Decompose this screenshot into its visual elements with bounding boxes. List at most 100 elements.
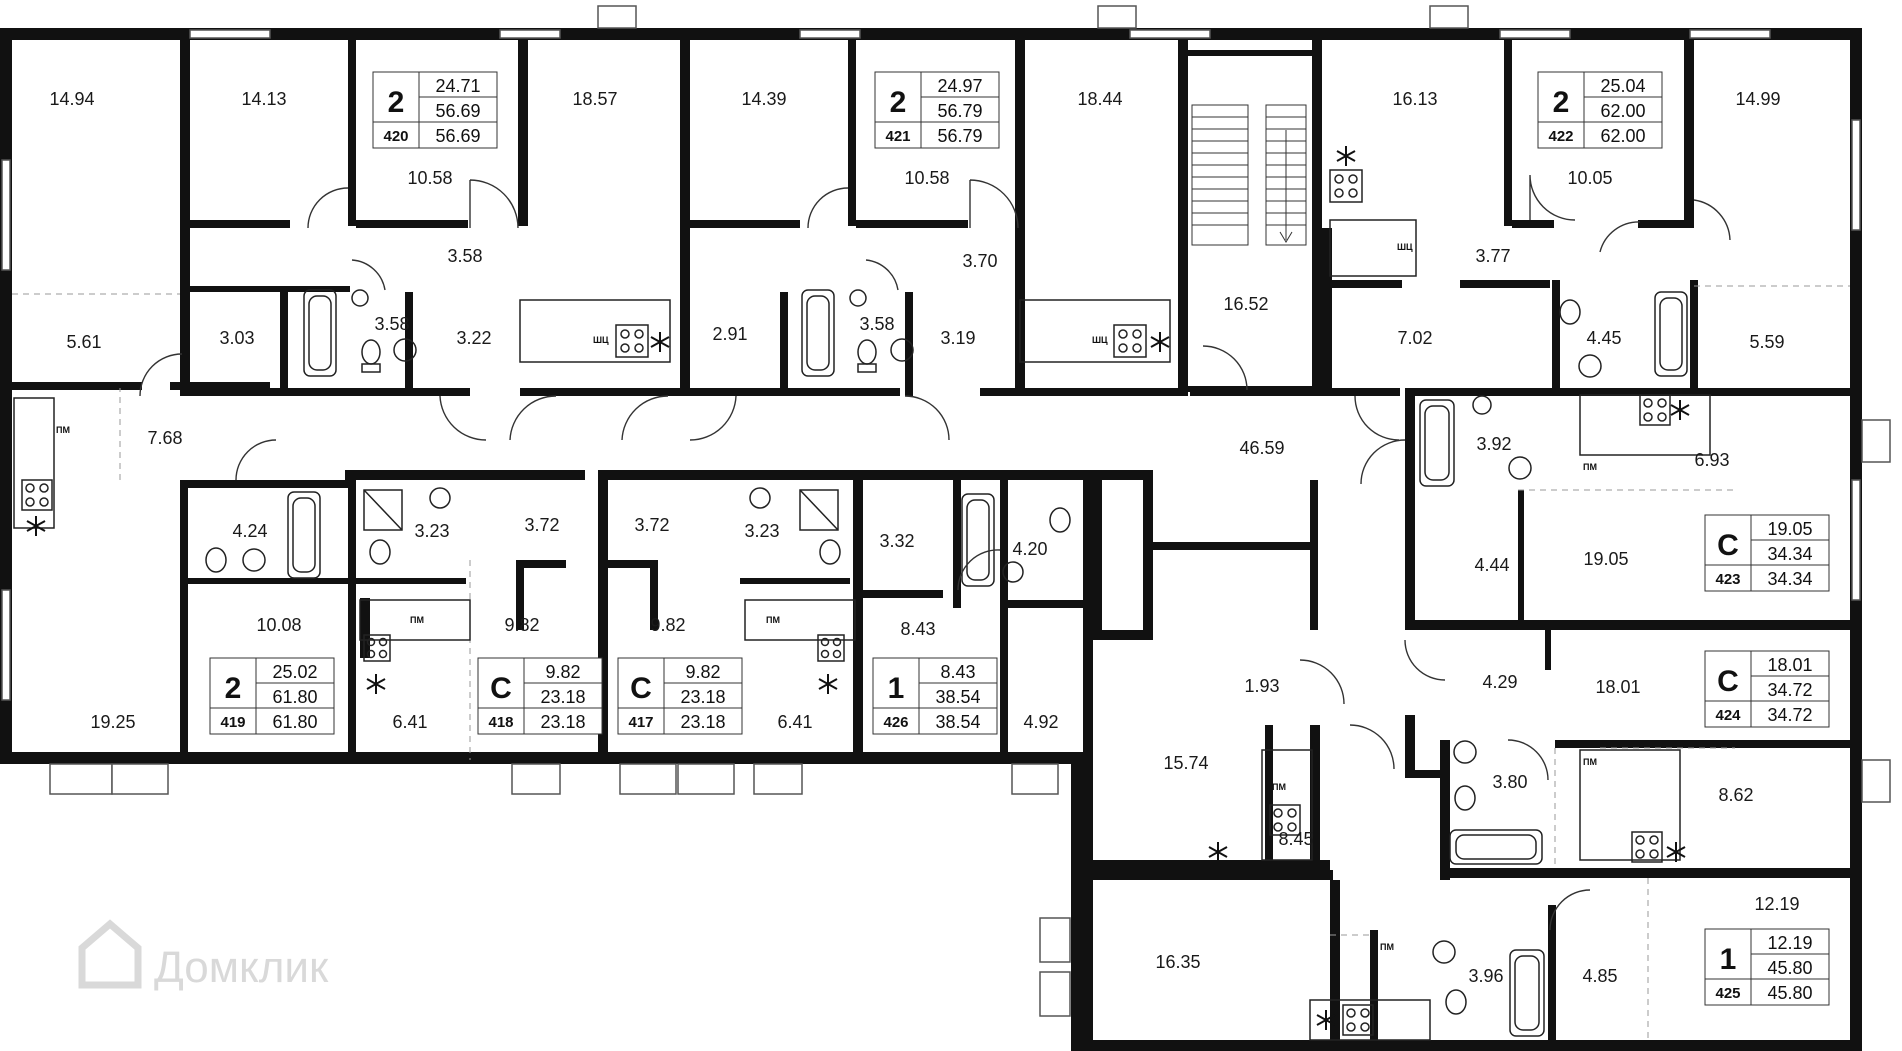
room-area-label: 3.80 [1492,772,1527,792]
total-area: 23.18 [680,687,725,707]
room-area-label: 3.77 [1475,246,1510,266]
living-area: 24.97 [937,76,982,96]
room-area-label: 4.85 [1582,966,1617,986]
total-area-with-balcony: 45.80 [1767,983,1812,1003]
washer-label: ШЦ [1092,335,1108,345]
room-area-label: 16.52 [1223,294,1268,314]
vent-icon [26,516,46,536]
room-area-label: 10.08 [256,615,301,635]
vent-icon [1208,842,1228,862]
apartment-number: 421 [885,128,910,145]
living-area: 25.02 [272,662,317,682]
total-area-with-balcony: 56.69 [435,126,480,146]
room-area-label: 2.91 [712,324,747,344]
room-area-label: 3.96 [1468,966,1503,986]
apartment-rooms: С [1717,665,1739,698]
bathtub-icon [1509,949,1545,1037]
living-area: 25.04 [1600,76,1645,96]
sink-icon [429,487,451,509]
room-area-label: 3.58 [374,314,409,334]
sink-icon [890,338,914,362]
room-area-label: 7.68 [147,428,182,448]
stairs [1191,104,1307,246]
vent-icon [650,332,670,352]
apartment-card[interactable]: С 424 18.01 34.72 34.72 [1704,650,1830,728]
room-area-label: 18.01 [1595,677,1640,697]
apartment-rooms: 1 [888,672,905,705]
apartment-card[interactable]: 2 422 25.04 62.00 62.00 [1537,71,1663,149]
room-area-label: 3.23 [744,521,779,541]
apartment-card[interactable]: С 423 19.05 34.34 34.34 [1704,514,1830,592]
room-area-label: 3.70 [962,251,997,271]
stove-icon [615,324,649,358]
washer-label: ШЦ [593,335,609,345]
room-area-label: 14.13 [241,89,286,109]
room-area-label: 14.99 [1735,89,1780,109]
apartment-card[interactable]: 2 419 25.02 61.80 61.80 [209,657,335,735]
washer-label: ШЦ [1397,242,1413,252]
room-area-label: 9.82 [650,615,685,635]
apartment-number: 426 [883,714,908,731]
living-area: 24.71 [435,76,480,96]
room-area-label: 4.44 [1474,555,1509,575]
apartment-card[interactable]: 1 425 12.19 45.80 45.80 [1704,928,1830,1006]
apartment-card[interactable]: 2 420 24.71 56.69 56.69 [372,71,498,149]
room-area-label: 3.92 [1476,434,1511,454]
sink-icon [1578,354,1602,378]
ventilation-marks [26,146,1690,1030]
fridge-label: ПМ [1583,757,1597,767]
stove-icon [1342,1004,1374,1036]
watermark-text: Домклик [154,943,329,992]
total-area-with-balcony: 61.80 [272,712,317,732]
room-area-label: 1.93 [1244,676,1279,696]
living-area: 8.43 [940,662,975,682]
bathtub-icon [1654,291,1688,377]
windows [1,5,1891,1017]
living-area: 9.82 [545,662,580,682]
total-area: 38.54 [935,687,980,707]
apartment-rooms: 2 [388,86,405,119]
fridge-label: ПМ [766,615,780,625]
bathtub-icon [303,289,337,377]
doors [139,174,1731,931]
total-area: 45.80 [1767,958,1812,978]
fixtures [13,169,1711,1041]
fridge-label: ПМ [56,425,70,435]
vent-icon [1336,146,1356,166]
sink-icon [242,548,266,572]
total-area-with-balcony: 23.18 [540,712,585,732]
watermark: Домклик [78,919,329,992]
fridge-label: ПМ [1380,942,1394,952]
sink-icon [393,338,417,362]
room-area-label: 15.74 [1163,753,1208,773]
apartment-number: 423 [1715,571,1740,588]
total-area-with-balcony: 23.18 [680,712,725,732]
apartment-rooms: 2 [1553,86,1570,119]
toilet-icon [819,539,841,565]
room-area-label: 14.94 [49,89,94,109]
room-area-label: 16.13 [1392,89,1437,109]
room-area-label: 19.05 [1583,549,1628,569]
stove-icon [1631,831,1663,863]
vent-icon [366,674,386,694]
room-area-label: 3.72 [524,515,559,535]
sink-icon [1453,740,1477,764]
zone-lines [12,285,1850,1040]
vent-icon [818,674,838,694]
room-area-label: 16.35 [1155,952,1200,972]
apartment-card[interactable]: 2 421 24.97 56.79 56.79 [874,71,1000,149]
appliance-labels: ШЦ ШЦ ШЦ ПМ ПМ ПМ ПМ ПМ ПМ ПМ [56,242,1597,952]
apartment-rooms: 2 [225,672,242,705]
apartment-card[interactable]: С 417 9.82 23.18 23.18 [617,657,743,735]
room-area-label: 7.02 [1397,328,1432,348]
living-area: 18.01 [1767,655,1812,675]
toilet-icon [1445,989,1467,1015]
apartment-card[interactable]: С 418 9.82 23.18 23.18 [477,657,603,735]
vent-icon [1316,1010,1336,1030]
sink-icon [1508,456,1532,480]
stove-icon [21,479,53,511]
apartment-number: 419 [220,714,245,731]
apartment-card[interactable]: 1 426 8.43 38.54 38.54 [872,657,998,735]
bathtub-icon [801,289,835,377]
